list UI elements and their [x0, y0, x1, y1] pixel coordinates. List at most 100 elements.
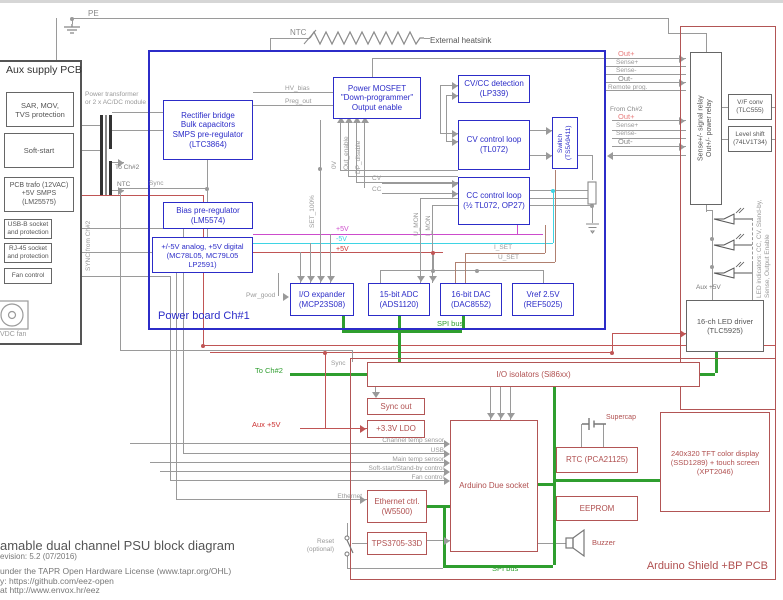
cc-label: CC — [372, 186, 382, 193]
arrowhead — [452, 91, 458, 100]
wire — [52, 252, 176, 253]
wire — [592, 205, 593, 223]
wire — [340, 170, 458, 171]
arrowhead — [444, 467, 450, 476]
footer-revision: evision: 5.2 (07/2016) — [0, 552, 77, 561]
arrowhead — [452, 137, 458, 146]
power-board-outline — [148, 50, 606, 330]
dac-box: 16-bit DAC (DAC8552) — [440, 283, 502, 316]
junction-dot — [610, 350, 614, 355]
wire — [612, 146, 686, 147]
junction-dot — [201, 343, 205, 348]
supercap-label: Supercap — [606, 414, 636, 421]
cv-control-loop-box: CV control loop (TL072) — [458, 120, 530, 170]
spi-bus-label-shield: SPI bus — [492, 564, 519, 573]
external-heatsink-label: External heatsink — [430, 36, 492, 45]
wire — [455, 262, 456, 283]
wire — [356, 182, 458, 183]
wire — [364, 118, 365, 188]
wire — [300, 428, 367, 429]
arrowhead — [680, 329, 686, 338]
wire — [320, 120, 321, 283]
arrowhead — [360, 117, 369, 123]
rtc-box: RTC (PCA21125) — [556, 447, 638, 473]
wire — [342, 316, 345, 330]
rj45-socket-box: RJ-45 socket and protection — [4, 243, 52, 263]
plus5v-analog-label: +5V — [336, 226, 349, 233]
wire — [545, 225, 546, 253]
wire — [380, 270, 543, 271]
wire — [120, 350, 352, 351]
dp-disable-label: DP_disable — [355, 140, 362, 174]
fan-ctrl-label: Fan control — [411, 474, 444, 481]
soft-start-box: Soft-start — [4, 133, 74, 168]
wire — [700, 373, 715, 376]
pcb-trafo-box: PCB trafo (12VAC) +5V SMPS (LM25575) — [4, 177, 74, 212]
wire — [342, 330, 462, 333]
wire — [120, 188, 207, 189]
arrowhead — [496, 413, 505, 419]
wire — [706, 33, 707, 52]
wire — [706, 210, 712, 211]
wire — [382, 193, 458, 194]
main-temp-label: Main temp sensor — [392, 456, 444, 463]
minus5v-label: -5V — [336, 236, 347, 243]
vf-conv-box: V/F conv (TLC555) — [728, 94, 772, 120]
wire — [72, 18, 73, 24]
transformer-label: Power transformer or 2 x AC/DC module — [85, 91, 147, 106]
wire — [74, 150, 100, 151]
wire — [340, 118, 341, 170]
arrowhead — [428, 276, 437, 282]
wire — [606, 82, 686, 83]
arrowhead — [506, 413, 515, 419]
wire — [455, 262, 555, 263]
softstart-ctrl-label: Soft-start/Stand-by control — [368, 465, 444, 472]
junction-dot — [710, 264, 714, 269]
junction-dot — [710, 236, 714, 241]
wire — [612, 120, 686, 121]
wire — [530, 130, 552, 131]
wire — [352, 350, 353, 362]
wire — [130, 443, 446, 444]
wire — [427, 540, 450, 541]
power-mosfet-box: Power MOSFET "Down-programmer" Output en… — [333, 77, 421, 119]
ldo-box: +3.3V LDO — [367, 420, 425, 438]
arrowhead — [452, 81, 458, 90]
arrowhead — [444, 449, 450, 458]
wire — [432, 205, 433, 283]
tps-box: TPS3705-33D — [367, 532, 427, 555]
sense-plus-label: Sense+ — [616, 59, 639, 66]
wire — [606, 90, 686, 91]
wire — [612, 333, 686, 334]
arrowhead — [444, 458, 450, 467]
led-aux5v-label: Aux +5V — [696, 284, 721, 291]
wire — [440, 133, 458, 134]
remote-prog-label: Remote prog. — [608, 84, 648, 91]
wire — [112, 130, 163, 131]
eeprom-box: EEPROM — [556, 496, 638, 521]
out-minus-label: Out- — [618, 74, 633, 83]
wire — [538, 483, 553, 486]
wire — [446, 95, 447, 141]
junction-dot — [70, 16, 74, 21]
wire — [712, 210, 713, 300]
fan-icon — [0, 300, 29, 330]
sense-minus2-label: Sense- — [616, 130, 637, 137]
arrowhead — [452, 179, 458, 188]
wire — [278, 273, 279, 296]
wire — [722, 107, 728, 108]
wire — [300, 252, 301, 283]
wire — [348, 118, 349, 176]
wire — [553, 190, 554, 243]
wire — [433, 252, 434, 270]
from-ch2-label: From Ch#2 — [610, 106, 643, 113]
wire — [347, 556, 348, 568]
wire — [612, 155, 686, 156]
wire — [352, 543, 367, 544]
wire — [375, 387, 376, 396]
wire — [203, 345, 776, 346]
sense-plus2-label: Sense+ — [616, 122, 639, 129]
footer-site: at http://www.envox.hr/eez — [0, 585, 100, 595]
arrowhead — [679, 78, 685, 87]
